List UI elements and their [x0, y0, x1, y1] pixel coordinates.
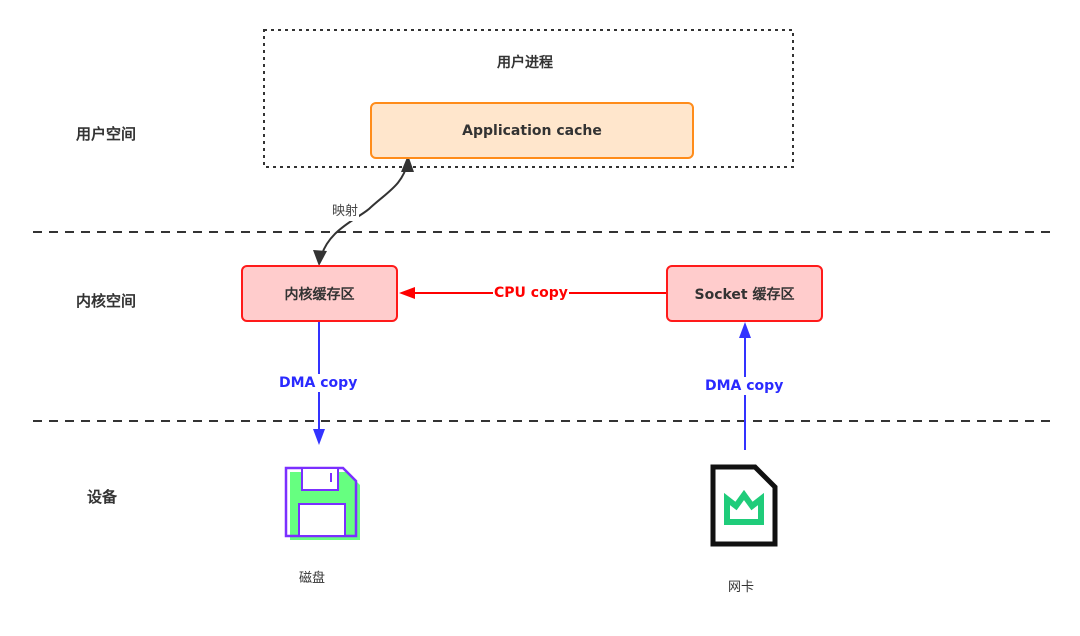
- application-cache-label: Application cache: [462, 122, 602, 139]
- socket-buffer-label: Socket 缓存区: [694, 286, 795, 303]
- mapping-arrowhead-down: [313, 250, 327, 266]
- cpu-copy-arrowhead: [399, 287, 415, 299]
- mapping-arrow: [319, 161, 409, 263]
- dma-copy-nic-label: DMA copy: [704, 377, 785, 395]
- user-process-container: [263, 29, 794, 168]
- application-cache-node[interactable]: Application cache: [370, 102, 694, 159]
- mapping-label: 映射: [331, 203, 360, 221]
- zone-label-kernel-space: 内核空间: [76, 292, 137, 310]
- kernel-buffer-node[interactable]: 内核缓存区: [241, 265, 398, 322]
- disk-label: 磁盘: [299, 571, 326, 586]
- disk-icon: [284, 466, 360, 540]
- user-process-title: 用户进程: [497, 55, 553, 71]
- zone-label-user-space: 用户空间: [76, 125, 137, 143]
- dma-copy-disk-label: DMA copy: [278, 374, 359, 392]
- nic-label: 网卡: [728, 580, 755, 595]
- kernel-buffer-label: 内核缓存区: [284, 286, 355, 303]
- nic-icon: [710, 464, 778, 547]
- cpu-copy-label: CPU copy: [493, 284, 569, 302]
- dma-copy-nic-arrowhead: [739, 322, 751, 338]
- zone-label-device: 设备: [87, 488, 118, 506]
- socket-buffer-node[interactable]: Socket 缓存区: [666, 265, 823, 322]
- mapping-arrowhead-up: [401, 155, 414, 172]
- dma-copy-disk-arrowhead: [313, 429, 325, 445]
